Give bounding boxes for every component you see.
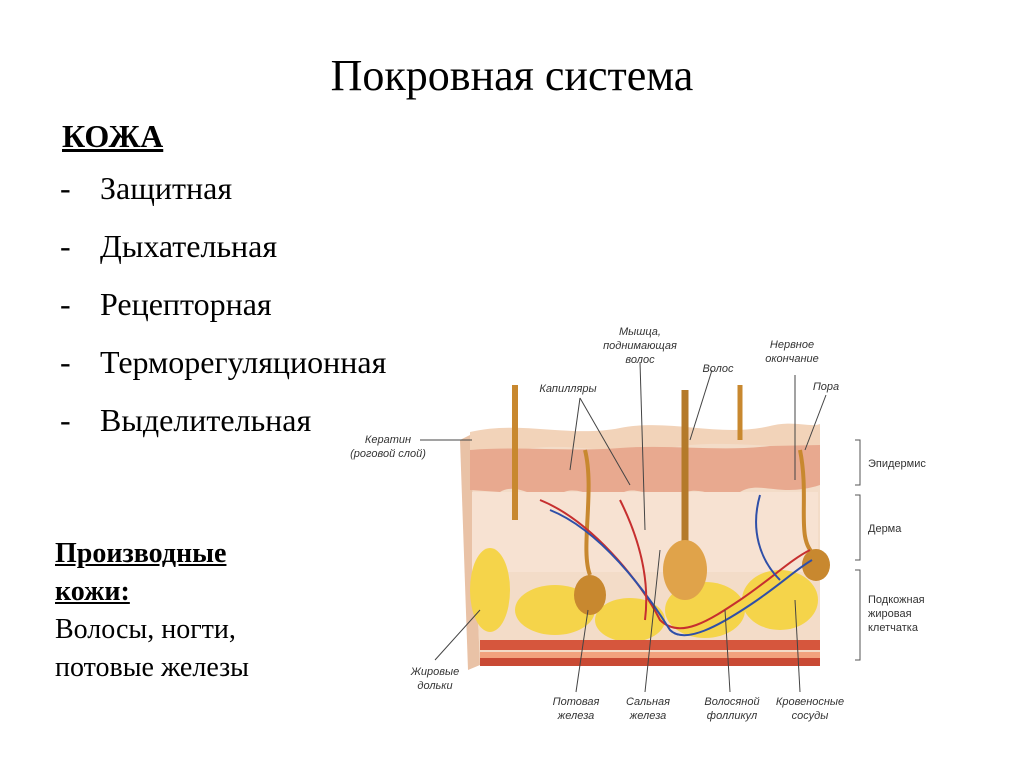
derivatives-text-line1: Волосы, ногти, <box>55 614 236 645</box>
label-hypo-2: жировая <box>868 608 912 620</box>
hair-shafts <box>512 385 743 600</box>
derivatives-block: Производные кожи: Волосы, ногти, потовые… <box>55 535 249 687</box>
list-dash: - <box>60 228 71 264</box>
hair-bulb <box>663 540 707 600</box>
label-nerve-1: Нервное <box>770 339 814 351</box>
list-item: -Терморегуляционная <box>60 344 386 402</box>
label-capillaries: Капилляры <box>539 383 596 395</box>
blood-vessels <box>539 494 813 637</box>
label-sebaceous-2: железа <box>629 710 667 722</box>
label-muscle-1: Мышца, <box>619 326 661 338</box>
label-follicle-2: фолликул <box>707 710 758 722</box>
derivatives-text-line2: потовые железы <box>55 652 249 683</box>
list-item: -Защитная <box>60 170 386 228</box>
label-vessels-2: сосуды <box>792 710 829 722</box>
label-vessels-1: Кровеносные <box>776 696 844 708</box>
sweat-glands <box>574 449 830 615</box>
skin-block <box>460 423 820 670</box>
derivatives-heading-line1: Производные <box>55 538 227 569</box>
label-nerve-2: окончание <box>765 353 819 365</box>
label-fat-1: Жировые <box>410 666 459 678</box>
label-pore: Пора <box>813 381 839 393</box>
pointer-lines <box>420 361 827 693</box>
keratin-layer <box>470 423 820 452</box>
list-item: -Дыхательная <box>60 228 386 286</box>
list-dash: - <box>60 286 71 322</box>
label-sweat-2: железа <box>557 710 595 722</box>
list-dash: - <box>60 170 71 206</box>
label-fat-2: дольки <box>417 680 452 692</box>
slide-title: Покровная система <box>330 51 694 100</box>
label-epidermis: Эпидермис <box>868 458 926 470</box>
list-dash: - <box>60 402 71 438</box>
label-hypo-3: клетчатка <box>868 622 919 634</box>
list-item-text: Терморегуляционная <box>100 344 387 380</box>
label-muscle-3: волос <box>625 354 655 366</box>
label-keratin-2: (роговой слой) <box>350 448 426 460</box>
label-hair: Волос <box>702 363 734 375</box>
layer-brackets <box>855 439 861 661</box>
skin-functions-list: -Защитная -Дыхательная -Рецепторная -Тер… <box>60 170 386 460</box>
fat-lobules <box>470 548 818 642</box>
skin-heading: КОЖА <box>62 118 164 154</box>
list-item-text: Защитная <box>100 170 233 206</box>
label-dermis: Дерма <box>868 523 902 535</box>
dermis-layer <box>472 492 818 572</box>
list-dash: - <box>60 344 71 380</box>
label-sweat-1: Потовая <box>553 696 600 708</box>
label-hypo-1: Подкожная <box>868 594 925 606</box>
list-item-text: Выделительная <box>100 402 312 438</box>
epidermis-layer <box>470 445 820 498</box>
label-muscle-2: поднимающая <box>603 340 677 352</box>
skin-cross-section-diagram: Мышца, поднимающая волос Волос Нервное о… <box>350 326 926 722</box>
label-sebaceous-1: Сальная <box>626 696 670 708</box>
list-item-text: Дыхательная <box>100 228 278 264</box>
label-follicle-1: Волосяной <box>704 696 759 708</box>
derivatives-heading-line2: кожи: <box>55 576 130 607</box>
list-item: -Выделительная <box>60 402 386 460</box>
list-item: -Рецепторная <box>60 286 386 344</box>
list-item-text: Рецепторная <box>100 286 272 322</box>
label-keratin-1: Кератин <box>365 434 411 446</box>
